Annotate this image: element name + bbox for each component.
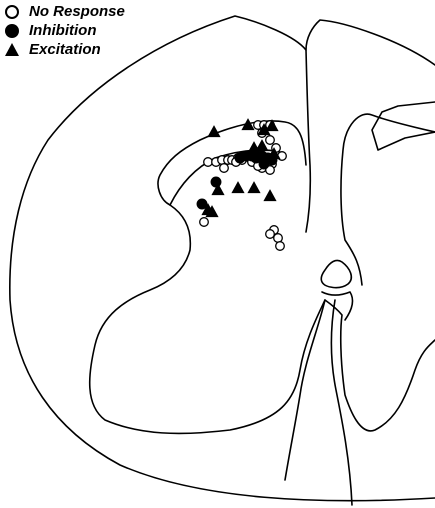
no-response-marker [266, 230, 275, 239]
dorsal-septum [306, 50, 310, 232]
outer-contour [10, 16, 435, 501]
no-response-marker [204, 158, 213, 167]
no-response-marker [274, 234, 283, 243]
legend-item-inhibition: Inhibition [4, 21, 125, 40]
filled-triangle-icon [4, 42, 20, 58]
ventral-left-edge [285, 300, 325, 480]
legend-item-excitation: Excitation [4, 40, 125, 59]
right-dorsal-horn [341, 114, 435, 285]
open-circle-icon [4, 4, 20, 20]
no-response-marker [276, 242, 285, 251]
excitation-marker [209, 127, 220, 137]
legend-item-no-response: No Response [4, 2, 125, 21]
inhibition-marker [197, 199, 207, 209]
legend-label: No Response [29, 3, 125, 20]
legend-label: Excitation [29, 41, 101, 58]
excitation-marker [249, 183, 260, 193]
no-response-marker [200, 218, 209, 227]
filled-circle-icon [4, 23, 20, 39]
excitation-marker [265, 191, 276, 201]
no-response-marker [266, 136, 275, 145]
recording-sites [197, 120, 286, 251]
no-response-marker [220, 164, 229, 173]
ventral-fissure [331, 300, 352, 505]
legend: No Response Inhibition Excitation [4, 2, 125, 59]
legend-label: Inhibition [29, 22, 96, 39]
excitation-marker [233, 183, 244, 193]
inhibition-marker [211, 177, 221, 187]
central-area-lower [322, 292, 352, 320]
central-area [321, 260, 351, 287]
